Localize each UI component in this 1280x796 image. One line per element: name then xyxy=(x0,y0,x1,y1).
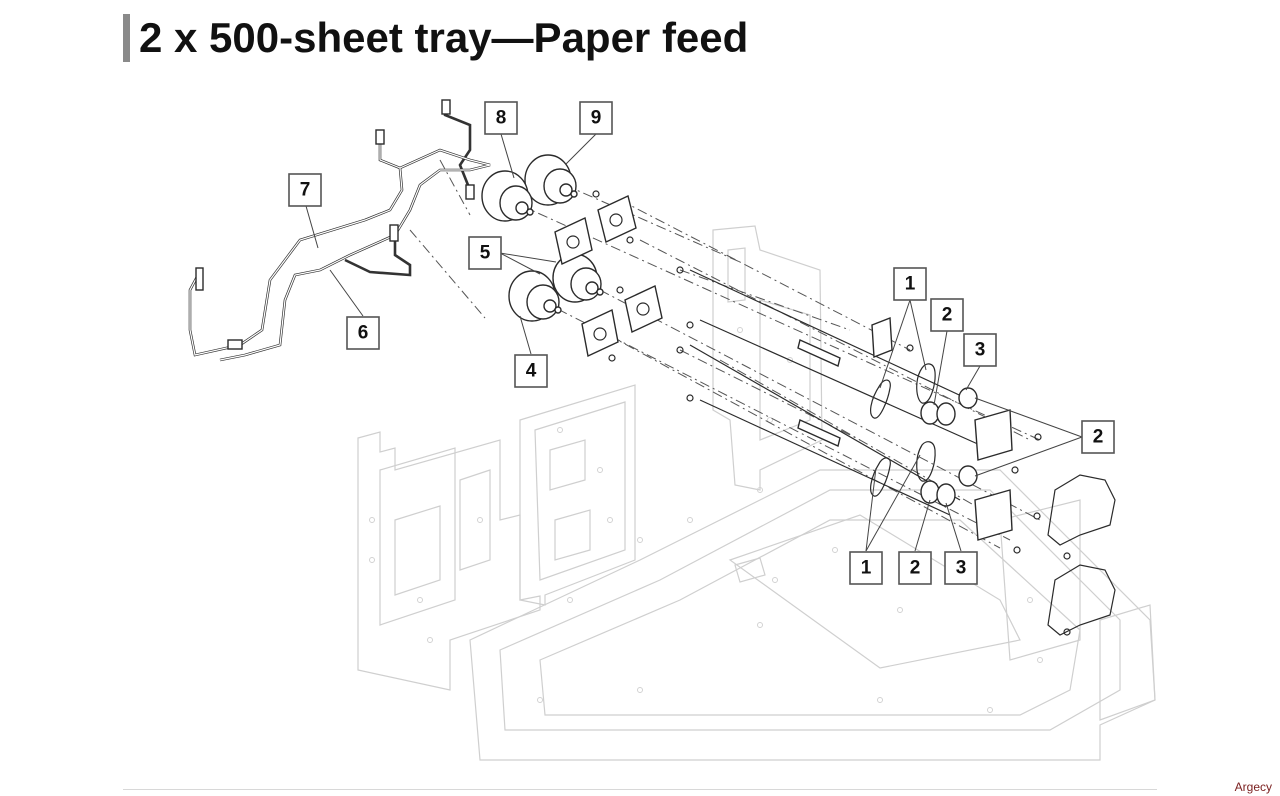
callout-9: 9 xyxy=(579,101,613,135)
callout-3-bottom: 3 xyxy=(944,551,978,585)
callout-3-top-label: 3 xyxy=(975,340,986,361)
feed-shafts xyxy=(689,269,981,516)
callout-5: 5 xyxy=(468,236,502,270)
callout-2-right: 2 xyxy=(1081,420,1115,454)
ghost-chassis xyxy=(357,225,1156,761)
callout-2-top-label: 2 xyxy=(942,305,953,326)
belts xyxy=(870,363,936,497)
page-title: 2 x 500-sheet tray—Paper feed xyxy=(139,14,749,61)
callout-4: 4 xyxy=(514,354,548,388)
callout-6: 6 xyxy=(346,316,380,350)
callout-4-label: 4 xyxy=(526,361,537,382)
gears xyxy=(920,387,1116,636)
callout-8-label: 8 xyxy=(496,108,507,129)
table-top-border xyxy=(123,789,1157,790)
callout-7: 7 xyxy=(288,173,322,207)
callout-6-label: 6 xyxy=(358,323,369,344)
callout-2-top: 2 xyxy=(930,298,964,332)
callout-1-top-label: 1 xyxy=(905,274,916,295)
screws xyxy=(592,190,1071,636)
title-accent-bar xyxy=(123,14,130,62)
callout-1-bottom-label: 1 xyxy=(861,558,872,579)
callout-1-bottom: 1 xyxy=(849,551,883,585)
callout-1-top: 1 xyxy=(893,267,927,301)
callout-3-bottom-label: 3 xyxy=(956,558,967,579)
callout-2-bottom-label: 2 xyxy=(910,558,921,579)
callout-5-label: 5 xyxy=(480,243,491,264)
callout-9-label: 9 xyxy=(591,108,602,129)
leader-lines xyxy=(305,133,1083,552)
callout-8: 8 xyxy=(484,101,518,135)
harness-cables xyxy=(188,99,491,362)
callout-7-label: 7 xyxy=(300,180,311,201)
callout-3-top: 3 xyxy=(963,333,997,367)
motors xyxy=(481,154,663,358)
callout-2-right-label: 2 xyxy=(1093,427,1104,448)
callout-2-bottom: 2 xyxy=(898,551,932,585)
watermark-text: Argecy xyxy=(1234,780,1272,794)
